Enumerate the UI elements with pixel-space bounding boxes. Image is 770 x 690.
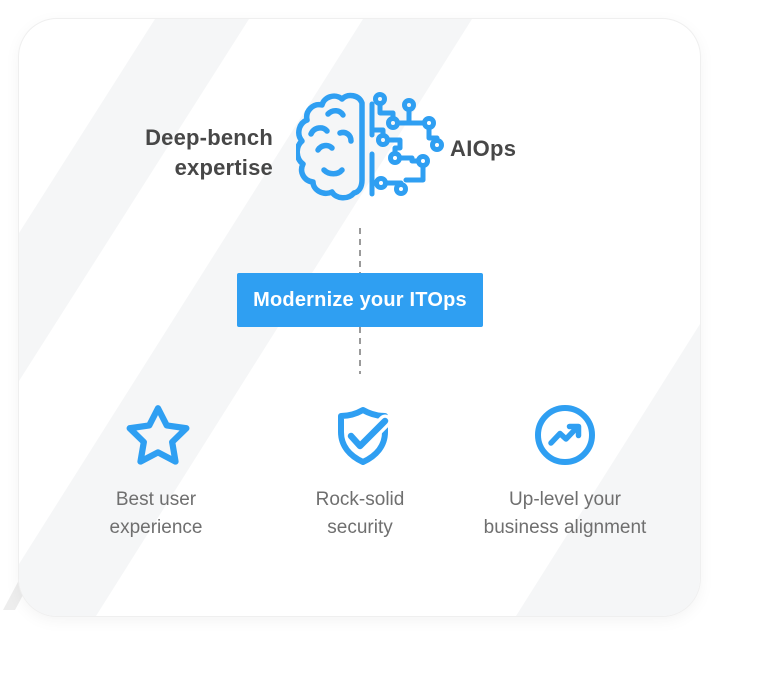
feature-label-line: security bbox=[327, 517, 393, 538]
heading-line: expertise bbox=[174, 155, 273, 180]
heading-line: Deep-bench bbox=[145, 125, 273, 150]
feature-label-line: Best user bbox=[115, 489, 197, 510]
feature-label-line: Rock-solid bbox=[315, 489, 405, 510]
feature-label-rock-solid-security: Rock-solid security bbox=[250, 486, 470, 542]
aiops-heading: AIOps bbox=[450, 136, 517, 161]
trend-up-circle-icon bbox=[535, 405, 595, 465]
feature-label-line: experience bbox=[109, 517, 203, 538]
star-icon bbox=[126, 405, 190, 465]
feature-label-business-alignment: Up-level your business alignment bbox=[430, 486, 700, 542]
modernize-itops-button[interactable]: Modernize your ITOps bbox=[237, 273, 483, 327]
brain-ai-icon bbox=[296, 92, 444, 201]
feature-label-line: business alignment bbox=[483, 517, 647, 538]
info-card: Deep-bench expertise bbox=[19, 19, 700, 616]
feature-label-line: Up-level your bbox=[509, 489, 621, 510]
deep-bench-expertise-heading: Deep-bench expertise bbox=[53, 123, 273, 183]
feature-label-best-user-experience: Best user experience bbox=[46, 486, 266, 542]
card-content: Deep-bench expertise bbox=[19, 19, 700, 616]
shield-check-icon bbox=[338, 407, 392, 465]
